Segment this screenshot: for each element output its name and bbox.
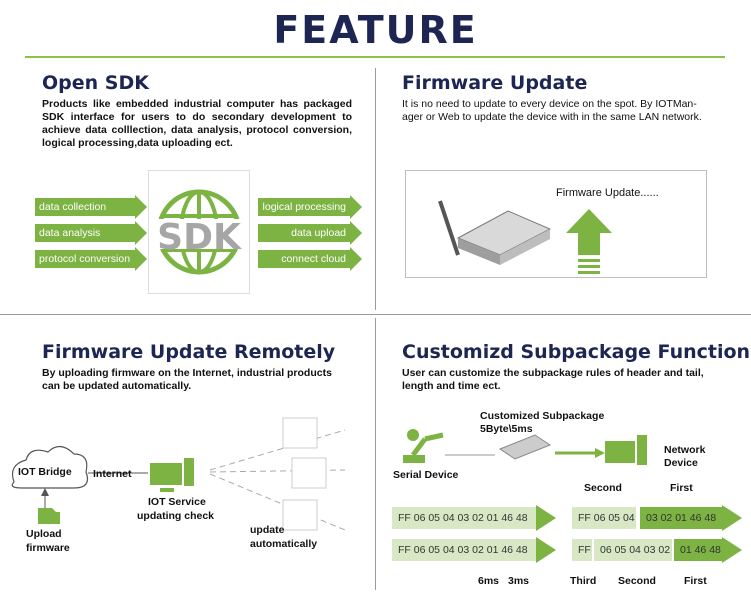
network-device-label-line1: Network (664, 444, 706, 456)
row1-result-arrow-tip (722, 505, 742, 531)
row2-data-bar: FF 06 05 04 03 02 01 46 48 (392, 539, 536, 561)
row2-second-bar: 06 05 04 03 02 (594, 539, 672, 561)
upload-label-line1: Upload (26, 528, 62, 540)
arrow-protocol-conversion: protocol conversion (35, 247, 147, 271)
row2-third-bar: FF (572, 539, 592, 561)
firmware-remote-description: By uploading firmware on the Internet, i… (42, 367, 332, 392)
custom-subpackage-label: Customized Subpackage (480, 410, 605, 422)
arrow-data-collection: data collection (35, 195, 147, 219)
arrow-connect-cloud: connect cloud (258, 247, 362, 271)
arrow-data-upload: data upload (258, 221, 362, 245)
label-third-bottom: Third (570, 575, 597, 587)
row1-first-bar: 03 02 01 46 48 (640, 507, 722, 529)
iot-service-label: IOT Service (148, 496, 206, 508)
internet-label: Internet (93, 468, 132, 480)
subpackage-flow-diagram (403, 429, 647, 465)
firmware-remote-heading: Firmware Update Remotely (42, 341, 336, 363)
firmware-update-description: It is no need to update to every device … (402, 98, 702, 123)
custom-subpackage-rule: 5Byte\5ms (480, 423, 533, 435)
sdk-globe-icon (154, 189, 244, 275)
time-6ms-label: 6ms (478, 575, 500, 587)
update-label-line1: update (250, 524, 285, 536)
page-title: FEATURE (273, 8, 478, 52)
open-sdk-heading: Open SDK (42, 72, 149, 94)
arrow-data-analysis: data analysis (35, 221, 147, 245)
label-second-bottom: Second (618, 575, 656, 587)
label-first-bottom: First (684, 575, 707, 587)
arrow-logical-processing: logical processing (258, 195, 362, 219)
label-first-top: First (670, 482, 693, 494)
upload-arrow-icon (566, 209, 612, 274)
serial-device-label: Serial Device (393, 469, 459, 481)
firmware-update-label: Firmware Update...... (556, 187, 659, 199)
subpackage-heading: Customizd Subpackage Function (402, 341, 751, 363)
firmware-update-box: Firmware Update...... (405, 170, 707, 278)
network-device-label-line2: Device (664, 457, 698, 469)
row1-arrow-tip (536, 505, 556, 531)
upload-label-line2: firmware (26, 542, 70, 554)
row1-second-bar: FF 06 05 04 (572, 507, 636, 529)
row2-result-arrow-tip (722, 537, 742, 563)
iot-bridge-label: IOT Bridge (18, 466, 72, 478)
horizontal-divider (0, 314, 751, 315)
vertical-divider-bottom (375, 318, 376, 590)
subpackage-description: User can customize the subpackage rules … (402, 367, 704, 392)
update-label-line2: automatically (250, 538, 318, 550)
open-sdk-description: Products like embedded industrial comput… (42, 98, 352, 149)
router-device-icon (438, 200, 552, 265)
row2-first-bar: 01 46 48 (674, 539, 722, 561)
title-underline (25, 56, 725, 58)
sdk-globe-box: SDK (148, 170, 250, 294)
vertical-divider-top (375, 68, 376, 310)
label-second-top: Second (584, 482, 622, 494)
row2-arrow-tip (536, 537, 556, 563)
sdk-text: SDK (157, 217, 241, 258)
updating-check-label: updating check (137, 510, 215, 522)
firmware-update-heading: Firmware Update (402, 72, 588, 94)
row1-data-bar: FF 06 05 04 03 02 01 46 48 (392, 507, 536, 529)
remote-update-diagram (11, 417, 346, 531)
time-3ms-label: 3ms (508, 575, 530, 587)
